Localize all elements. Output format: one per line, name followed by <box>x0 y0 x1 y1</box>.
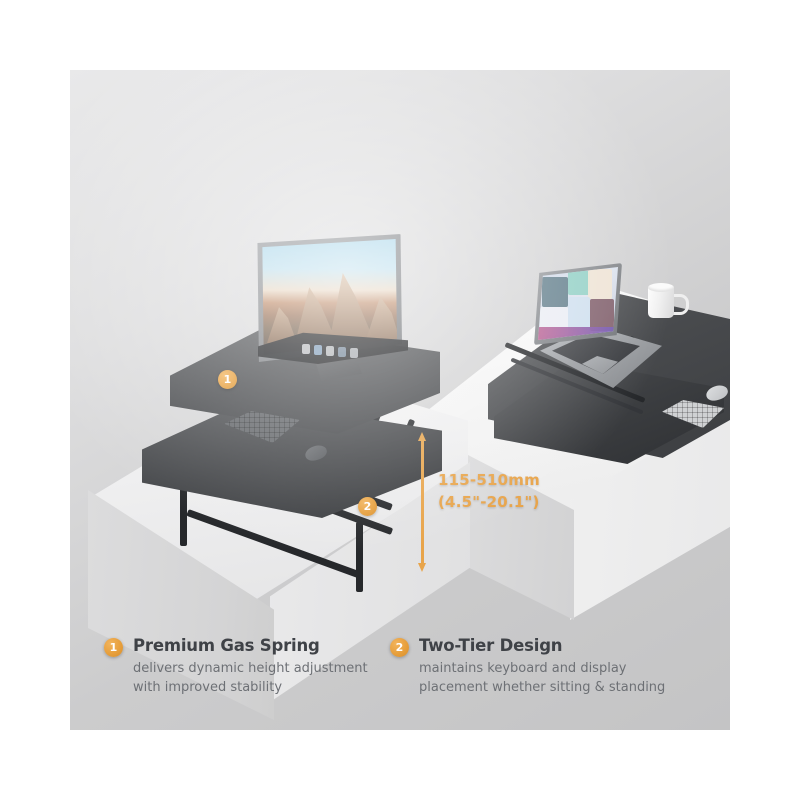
caption-desc-2: maintains keyboard and display placement… <box>419 659 665 697</box>
caption-title-2: Two-Tier Design <box>419 636 563 655</box>
riser-left-leg-front-right <box>356 522 363 592</box>
wallpaper-ridge-3 <box>329 273 375 343</box>
caption-desc-1: delivers dynamic height adjustment with … <box>133 659 368 697</box>
scene-badge-1: 1 <box>218 370 237 389</box>
laptop-window-5 <box>568 297 590 331</box>
caption-body-1: Premium Gas Spring delivers dynamic heig… <box>133 636 368 697</box>
dock-icon-5 <box>350 348 358 358</box>
height-imperial: (4.5"-20.1") <box>438 492 540 511</box>
dock-icon-2 <box>314 345 322 355</box>
caption-desc-2-line-1: maintains keyboard and display <box>419 661 627 676</box>
caption-title-1: Premium Gas Spring <box>133 636 320 655</box>
caption-desc-1-line-2: with improved stability <box>133 680 283 696</box>
height-metric: 115-510mm <box>438 471 540 489</box>
mug-rim <box>648 283 674 292</box>
feature-captions: 1 Premium Gas Spring delivers dynamic he… <box>70 636 730 730</box>
caption-desc-2-line-2: placement whether sitting & standing <box>419 680 666 696</box>
dock-icon-3 <box>326 346 334 356</box>
laptop-window-3 <box>588 269 612 299</box>
caption-body-2: Two-Tier Design maintains keyboard and d… <box>419 636 665 697</box>
scene-badge-2: 2 <box>358 497 377 516</box>
dock-icon-1 <box>302 344 310 354</box>
arrow-shaft <box>421 440 424 564</box>
feature-caption-2: 2 Two-Tier Design maintains keyboard and… <box>390 636 730 730</box>
caption-badge-1: 1 <box>104 638 123 657</box>
height-range-label: 115-510mm (4.5"-20.1") <box>438 470 540 514</box>
caption-badge-2: 2 <box>390 638 409 657</box>
arrow-head-down-icon <box>418 563 426 572</box>
caption-desc-1-line-1: delivers dynamic height adjustment <box>133 661 368 676</box>
product-scene: 115-510mm (4.5"-20.1") 1 2 <box>70 70 730 730</box>
laptop-screen <box>538 267 618 340</box>
feature-caption-1: 1 Premium Gas Spring delivers dynamic he… <box>70 636 390 730</box>
height-range-arrow <box>418 432 426 572</box>
laptop-window-2 <box>568 271 590 295</box>
wallpaper-ridge-4 <box>365 296 397 343</box>
dock-icon-4 <box>338 347 346 357</box>
laptop-window-1 <box>542 277 568 307</box>
